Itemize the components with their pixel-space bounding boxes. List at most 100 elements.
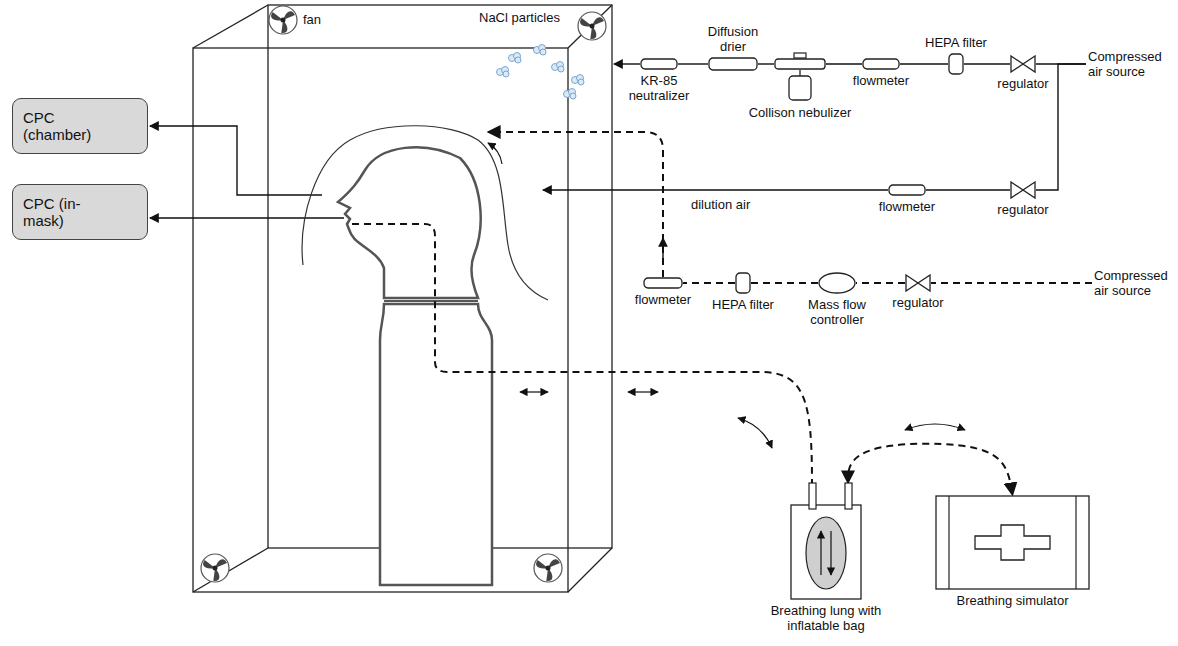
- air-source: Compressed air source: [1086, 47, 1172, 81]
- component-shape: [735, 272, 751, 294]
- flow-direction-arrow: [488, 143, 502, 164]
- valve-outline: [1011, 182, 1035, 198]
- lung-port: [845, 483, 852, 509]
- component-outline: [641, 59, 677, 69]
- flowmeter-symbol: flowmeter: [862, 58, 900, 70]
- simulator-wall: [948, 496, 949, 589]
- component-label: flowmeter: [867, 199, 947, 214]
- flow-direction-arrow: [662, 238, 663, 262]
- particle: [564, 89, 577, 100]
- air-line: [678, 63, 708, 64]
- component-shape: [818, 272, 856, 294]
- component-shape: [862, 58, 900, 70]
- component-outline: [736, 273, 750, 293]
- component-shape: [948, 53, 964, 75]
- air-line: [758, 63, 774, 64]
- component-label: Collison nebulizer: [735, 105, 865, 120]
- valve-outline: [906, 275, 930, 291]
- particle: [572, 75, 585, 86]
- breathing-air-line: [931, 282, 1092, 284]
- chamber-edge: [568, 548, 612, 592]
- neutralizer-symbol: KR-85 neutralizer: [640, 58, 678, 70]
- fan-blade: [578, 16, 592, 31]
- flow-lines: [150, 64, 888, 218]
- component-shape: [790, 483, 862, 600]
- bidirectional-arrow: [628, 391, 658, 392]
- component-label: regulator: [988, 202, 1058, 217]
- breathing-air-line: [751, 282, 818, 284]
- chamber-edge: [193, 548, 268, 592]
- particle-cloud: [497, 45, 585, 100]
- lung-housing: [791, 505, 861, 599]
- breathing-air-line: [683, 282, 735, 284]
- air-line: [900, 63, 948, 64]
- simulator-wall: [1075, 496, 1076, 589]
- component-outline: [644, 278, 682, 288]
- fan-symbol: [269, 6, 297, 35]
- filter-symbol: HEPA filter: [735, 272, 751, 294]
- component-shape: [905, 274, 931, 292]
- fan-symbol: [201, 554, 229, 583]
- breathing-simulator: Breathing simulator: [935, 495, 1090, 590]
- piston-symbol: [975, 525, 1050, 560]
- regulator-symbol: regulator: [1010, 55, 1036, 73]
- fan-hub: [213, 566, 218, 571]
- air-line: [826, 63, 862, 64]
- breathing-lung: Breathing lung with inflatable bag: [790, 483, 862, 600]
- inflatable-bag: [806, 517, 846, 589]
- component-label: Breathing simulator: [928, 593, 1098, 608]
- air-line: [926, 189, 1010, 190]
- fan-hub: [546, 566, 551, 571]
- breathing-lines: [352, 132, 965, 483]
- fan-blade: [201, 558, 215, 573]
- particle: [552, 62, 565, 73]
- clean-air-supply-line: [488, 132, 663, 277]
- air-line: [964, 63, 1010, 64]
- component-label: KR-85 neutralizer: [619, 73, 699, 103]
- bag-arrow: [830, 531, 831, 575]
- nebulizer-jar: [789, 76, 811, 100]
- flowmeter-symbol: flowmeter: [643, 277, 683, 289]
- in-mask-sample-line: [150, 217, 344, 218]
- controller-outline: [819, 273, 855, 293]
- component-shape: [1010, 55, 1036, 73]
- mannequin: [302, 126, 548, 585]
- fan-symbol: [534, 554, 562, 583]
- nebulizer-head: [775, 59, 825, 69]
- drier-symbol: Diffusion drier: [708, 57, 758, 71]
- instrument-label: Compressed air source: [1094, 268, 1176, 298]
- filter-symbol: HEPA filter: [948, 53, 964, 75]
- component-label: HEPA filter: [916, 35, 996, 50]
- component-label: Diffusion drier: [698, 24, 768, 54]
- breathing-air-line: [848, 444, 1013, 495]
- component-outline: [889, 185, 925, 195]
- lung-port: [809, 483, 816, 509]
- valve-outline: [1011, 56, 1035, 72]
- chamber-sample-line: [150, 126, 322, 195]
- bidirectional-arrow: [738, 418, 772, 448]
- simulator-housing: [936, 496, 1089, 589]
- mass-flow-controller: Mass flow controller: [818, 272, 856, 294]
- chamber-edge: [193, 5, 268, 48]
- mannequin-hair: [302, 126, 548, 300]
- component-label: HEPA filter: [703, 297, 783, 312]
- component-outline: [709, 58, 757, 70]
- regulator-symbol: regulator: [1010, 181, 1036, 199]
- instrument-box: CPC (in-mask): [12, 184, 148, 240]
- chamber-edge: [568, 5, 612, 48]
- fan-ring: [534, 554, 562, 582]
- mannequin-torso: [380, 304, 492, 585]
- nebulizer-symbol: Collison nebulizer: [774, 58, 826, 70]
- component-label: regulator: [988, 76, 1058, 91]
- bag-arrow: [820, 531, 821, 575]
- component-shape: [774, 58, 826, 70]
- fan-blade: [269, 10, 283, 25]
- regulator-symbol: regulator: [905, 274, 931, 292]
- instrument-box: CPC (chamber): [12, 98, 148, 154]
- particle: [497, 67, 510, 78]
- fan-ring: [201, 554, 229, 582]
- nebulizer-stem: [799, 70, 800, 76]
